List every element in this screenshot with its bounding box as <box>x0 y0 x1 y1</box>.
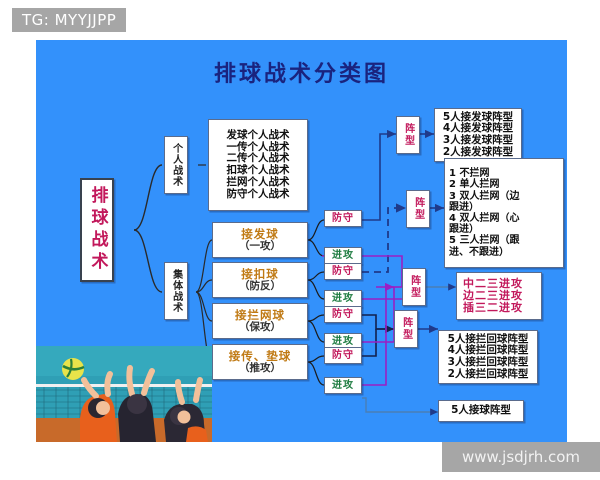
collective-tactic-serve-receive[interactable]: 接发球 （一攻） <box>212 222 308 258</box>
site-watermark: www.jsdjrh.com <box>442 442 600 472</box>
individual-tactic-item: 二传个人战术 <box>226 152 290 165</box>
block-item: 跟进） <box>449 224 479 236</box>
block-item: 3 双人拦网（边 <box>449 190 520 202</box>
serve-receive-formation-list[interactable]: 5人接发球阵型 4人接发球阵型 3人接发球阵型 2人接发球阵型 <box>434 108 522 162</box>
formation-item: 2人接发球阵型 <box>442 145 514 158</box>
diagram-title: 排球战术分类图 <box>213 61 389 87</box>
formation-node-attack-system[interactable]: 阵型 <box>402 268 426 306</box>
dig-formation-item: 5人接球阵型 <box>451 404 511 417</box>
block-item: 进、不跟进） <box>449 246 509 258</box>
collective-note: （保攻） <box>239 320 281 333</box>
formation-node-block-return[interactable]: 阵型 <box>394 310 418 348</box>
volleyball-photo-illustration <box>36 346 212 442</box>
block-return-item: 2人接拦回球阵型 <box>447 367 529 380</box>
formation-node-serve-receive[interactable]: 阵型 <box>396 116 420 154</box>
attack-box-1[interactable]: 进攻 <box>324 247 362 264</box>
collective-tactic-spike-receive[interactable]: 接扣球 （防反） <box>212 262 308 298</box>
root-node[interactable]: 排球战术 <box>80 178 114 282</box>
block-item: 跟进） <box>449 201 479 213</box>
collective-name: 接拦网球 <box>235 307 285 322</box>
attack-system-item: 中二三进攻 <box>463 276 523 290</box>
collective-name: 接传、垫球 <box>228 348 292 363</box>
attack-box-4[interactable]: 进攻 <box>324 377 362 394</box>
attack-system-item: 插三二进攻 <box>463 301 523 315</box>
block-item: 2 单人拦网 <box>449 179 500 191</box>
formation-node-attack[interactable]: 阵型 <box>406 190 430 228</box>
collective-note: （一攻） <box>239 239 281 252</box>
individual-tactic-item: 扣球个人战术 <box>226 164 290 176</box>
individual-tactic-item: 发球个人战术 <box>226 128 290 141</box>
collective-note: （推攻） <box>239 361 281 374</box>
telegram-tag: TG: MYYJJPP <box>12 8 127 32</box>
collective-tactic-block-return[interactable]: 接拦网球 （保攻） <box>212 303 308 339</box>
defense-box-4[interactable]: 防守 <box>324 347 362 364</box>
collective-name: 接发球 <box>241 226 279 241</box>
collective-tactic-dig[interactable]: 接传、垫球 （推攻） <box>212 344 308 380</box>
collective-note: （防反） <box>239 279 281 292</box>
attack-system-list[interactable]: 中二三进攻 边二三进攻 插三二进攻 <box>456 272 542 320</box>
attack-system-item: 边二三进攻 <box>463 288 523 302</box>
formation-item: 5人接发球阵型 <box>442 110 514 123</box>
individual-tactic-item: 一传个人战术 <box>226 140 290 153</box>
diagram-canvas: 排球战术分类图 <box>36 40 567 442</box>
volleyball-photo <box>36 346 212 442</box>
block-item: 4 双人拦网（心 <box>449 213 520 224</box>
block-item: 5 三人拦网（跟 <box>449 235 520 247</box>
individual-tactic-item: 防守个人战术 <box>226 187 290 200</box>
formation-item: 4人接发球阵型 <box>442 122 514 135</box>
attack-box-2[interactable]: 进攻 <box>324 290 362 307</box>
branch-collective[interactable]: 集体战术 <box>164 262 188 320</box>
formation-item: 3人接发球阵型 <box>442 134 514 146</box>
block-return-item: 3人接拦回球阵型 <box>447 356 529 368</box>
individual-tactic-item: 拦网个人战术 <box>226 175 290 188</box>
branch-individual[interactable]: 个人战术 <box>164 136 188 194</box>
defense-box-2[interactable]: 防守 <box>324 263 362 280</box>
dig-formation-box[interactable]: 5人接球阵型 <box>438 400 524 422</box>
block-formation-list[interactable]: 1 不拦网 2 单人拦网 3 双人拦网（边 跟进） 4 双人拦网（心 跟进） 5… <box>444 158 564 268</box>
defense-box-1[interactable]: 防守 <box>324 210 362 227</box>
block-return-item: 4人接拦回球阵型 <box>447 344 529 357</box>
defense-box-3[interactable]: 防守 <box>324 306 362 323</box>
block-return-item: 5人接拦回球阵型 <box>447 332 529 345</box>
block-return-formation-list[interactable]: 5人接拦回球阵型 4人接拦回球阵型 3人接拦回球阵型 2人接拦回球阵型 <box>438 330 538 384</box>
block-item: 1 不拦网 <box>449 168 490 180</box>
collective-name: 接扣球 <box>241 266 279 281</box>
individual-tactics-list[interactable]: 发球个人战术 一传个人战术 二传个人战术 扣球个人战术 拦网个人战术 防守个人战… <box>208 119 308 211</box>
